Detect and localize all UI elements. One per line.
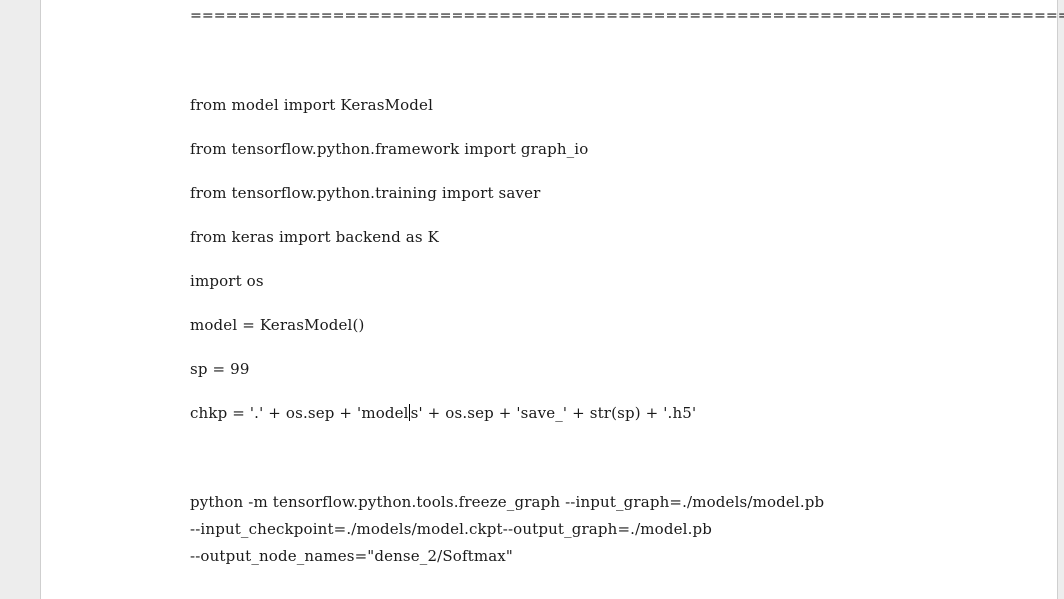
code-line: from keras import backend as K	[190, 228, 439, 246]
code-line: sp = 99	[190, 360, 250, 378]
separator-line: ========================================…	[190, 8, 1064, 24]
code-line: from tensorflow.python.framework import …	[190, 140, 589, 158]
chkp-text-before-caret: chkp = '.' + os.sep + 'model	[190, 404, 409, 422]
command-line: --input_checkpoint=./models/model.ckpt--…	[190, 520, 712, 538]
chkp-text-after-caret: s' + os.sep + 'save_' + str(sp) + '.h5'	[410, 404, 697, 422]
text-caret	[409, 404, 411, 421]
code-line: import os	[190, 272, 264, 290]
command-line: --output_node_names="dense_2/Softmax"	[190, 547, 513, 565]
code-line: from tensorflow.python.training import s…	[190, 184, 541, 202]
code-line: model = KerasModel()	[190, 316, 365, 334]
document-page[interactable]: ========================================…	[40, 0, 1064, 599]
command-line: python -m tensorflow.python.tools.freeze…	[190, 493, 825, 511]
code-line: from model import KerasModel	[190, 96, 434, 114]
